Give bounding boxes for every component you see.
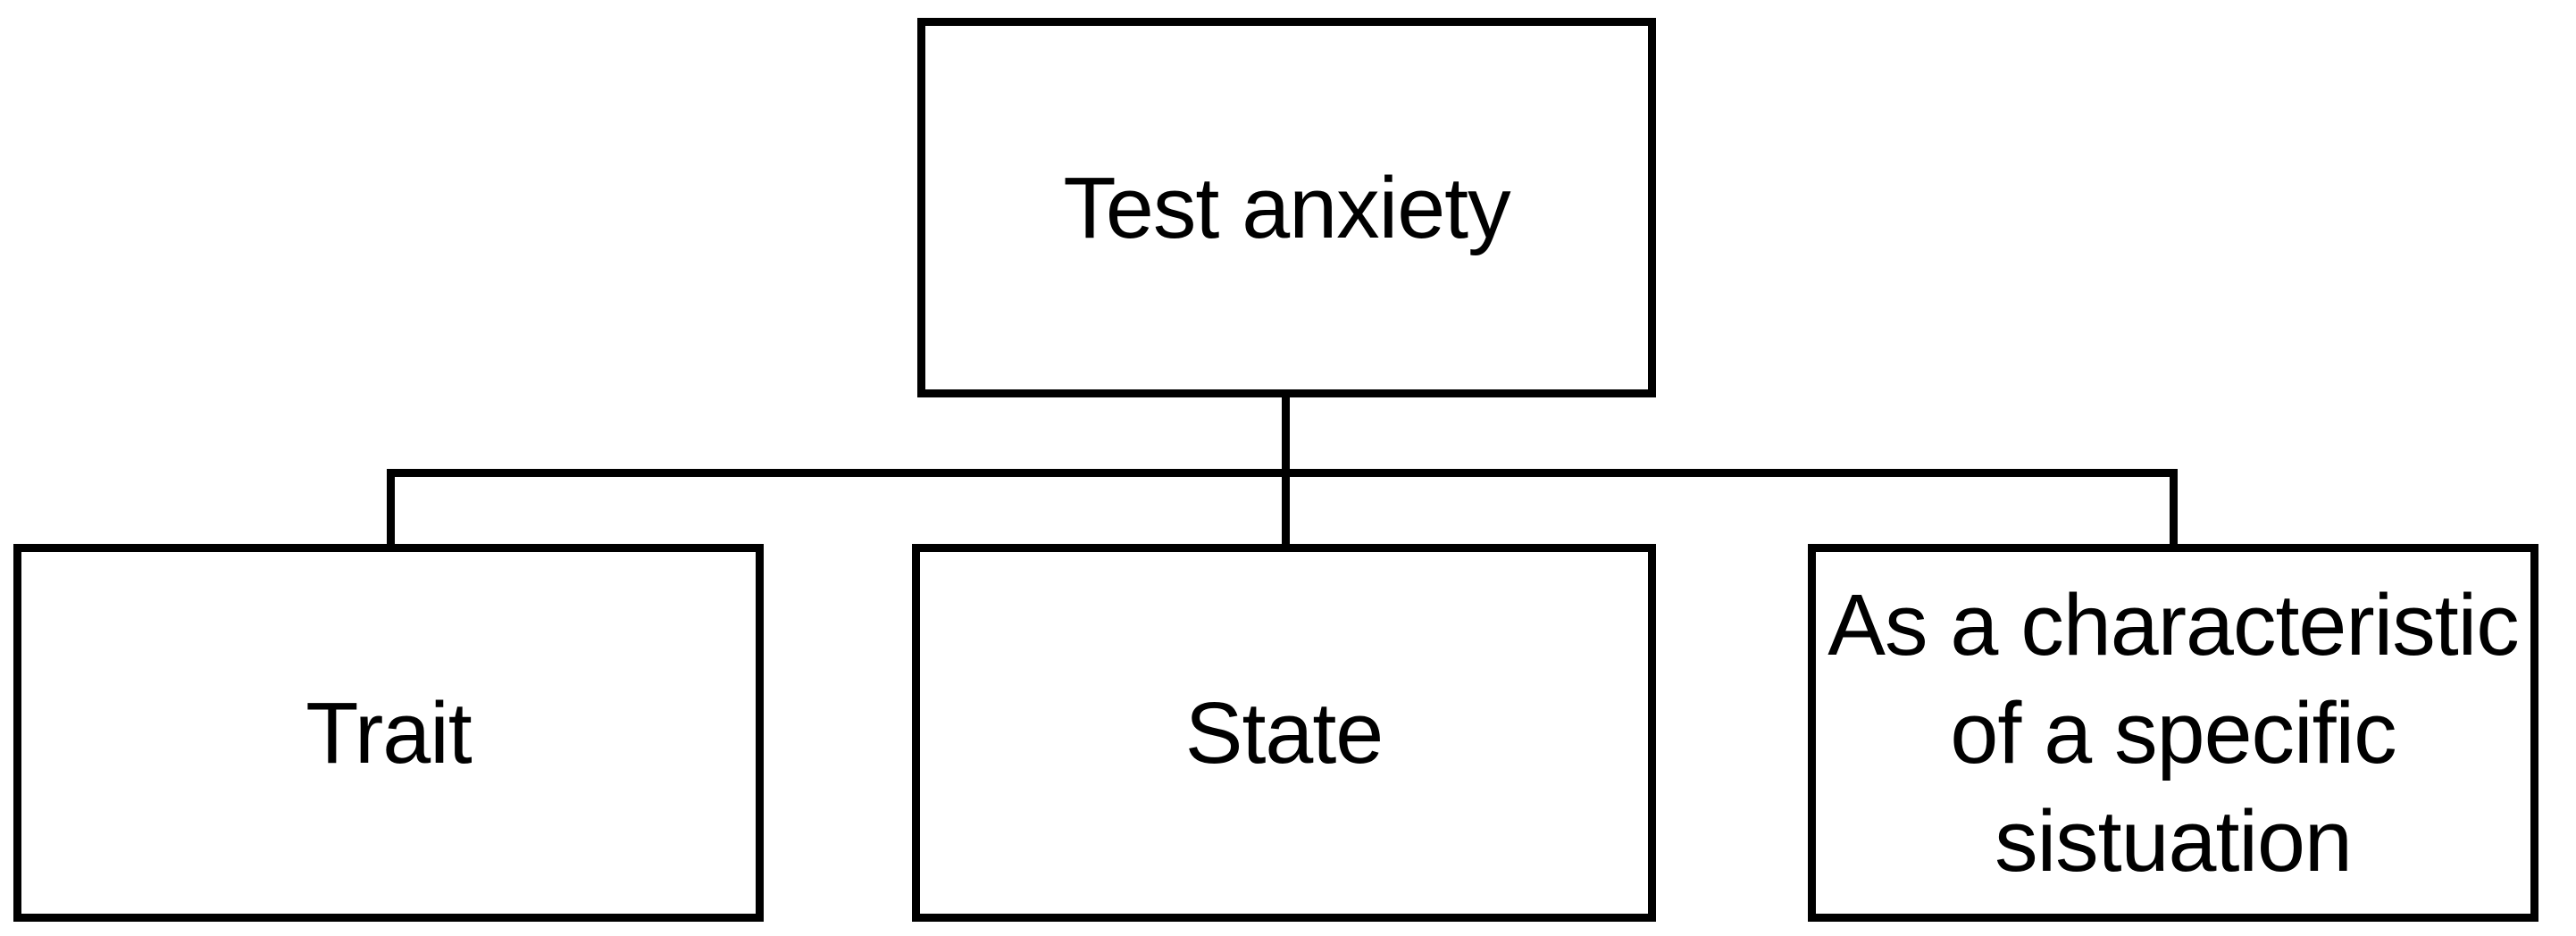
node-specific-situation: As a characteristic of a specific sistua… [1808, 544, 2538, 922]
connector-root-stem [1282, 397, 1290, 477]
node-test-anxiety-label: Test anxiety [1063, 158, 1510, 256]
node-test-anxiety: Test anxiety [917, 18, 1656, 397]
node-trait-label: Trait [305, 683, 472, 781]
connector-drop-trait [387, 469, 395, 546]
node-specific-situation-label: As a characteristic of a specific sistua… [1827, 575, 2519, 890]
connector-drop-state [1282, 469, 1290, 546]
connector-drop-situation [2170, 469, 2178, 546]
node-state-label: State [1184, 683, 1384, 781]
node-trait: Trait [13, 544, 764, 922]
node-state: State [912, 544, 1656, 922]
